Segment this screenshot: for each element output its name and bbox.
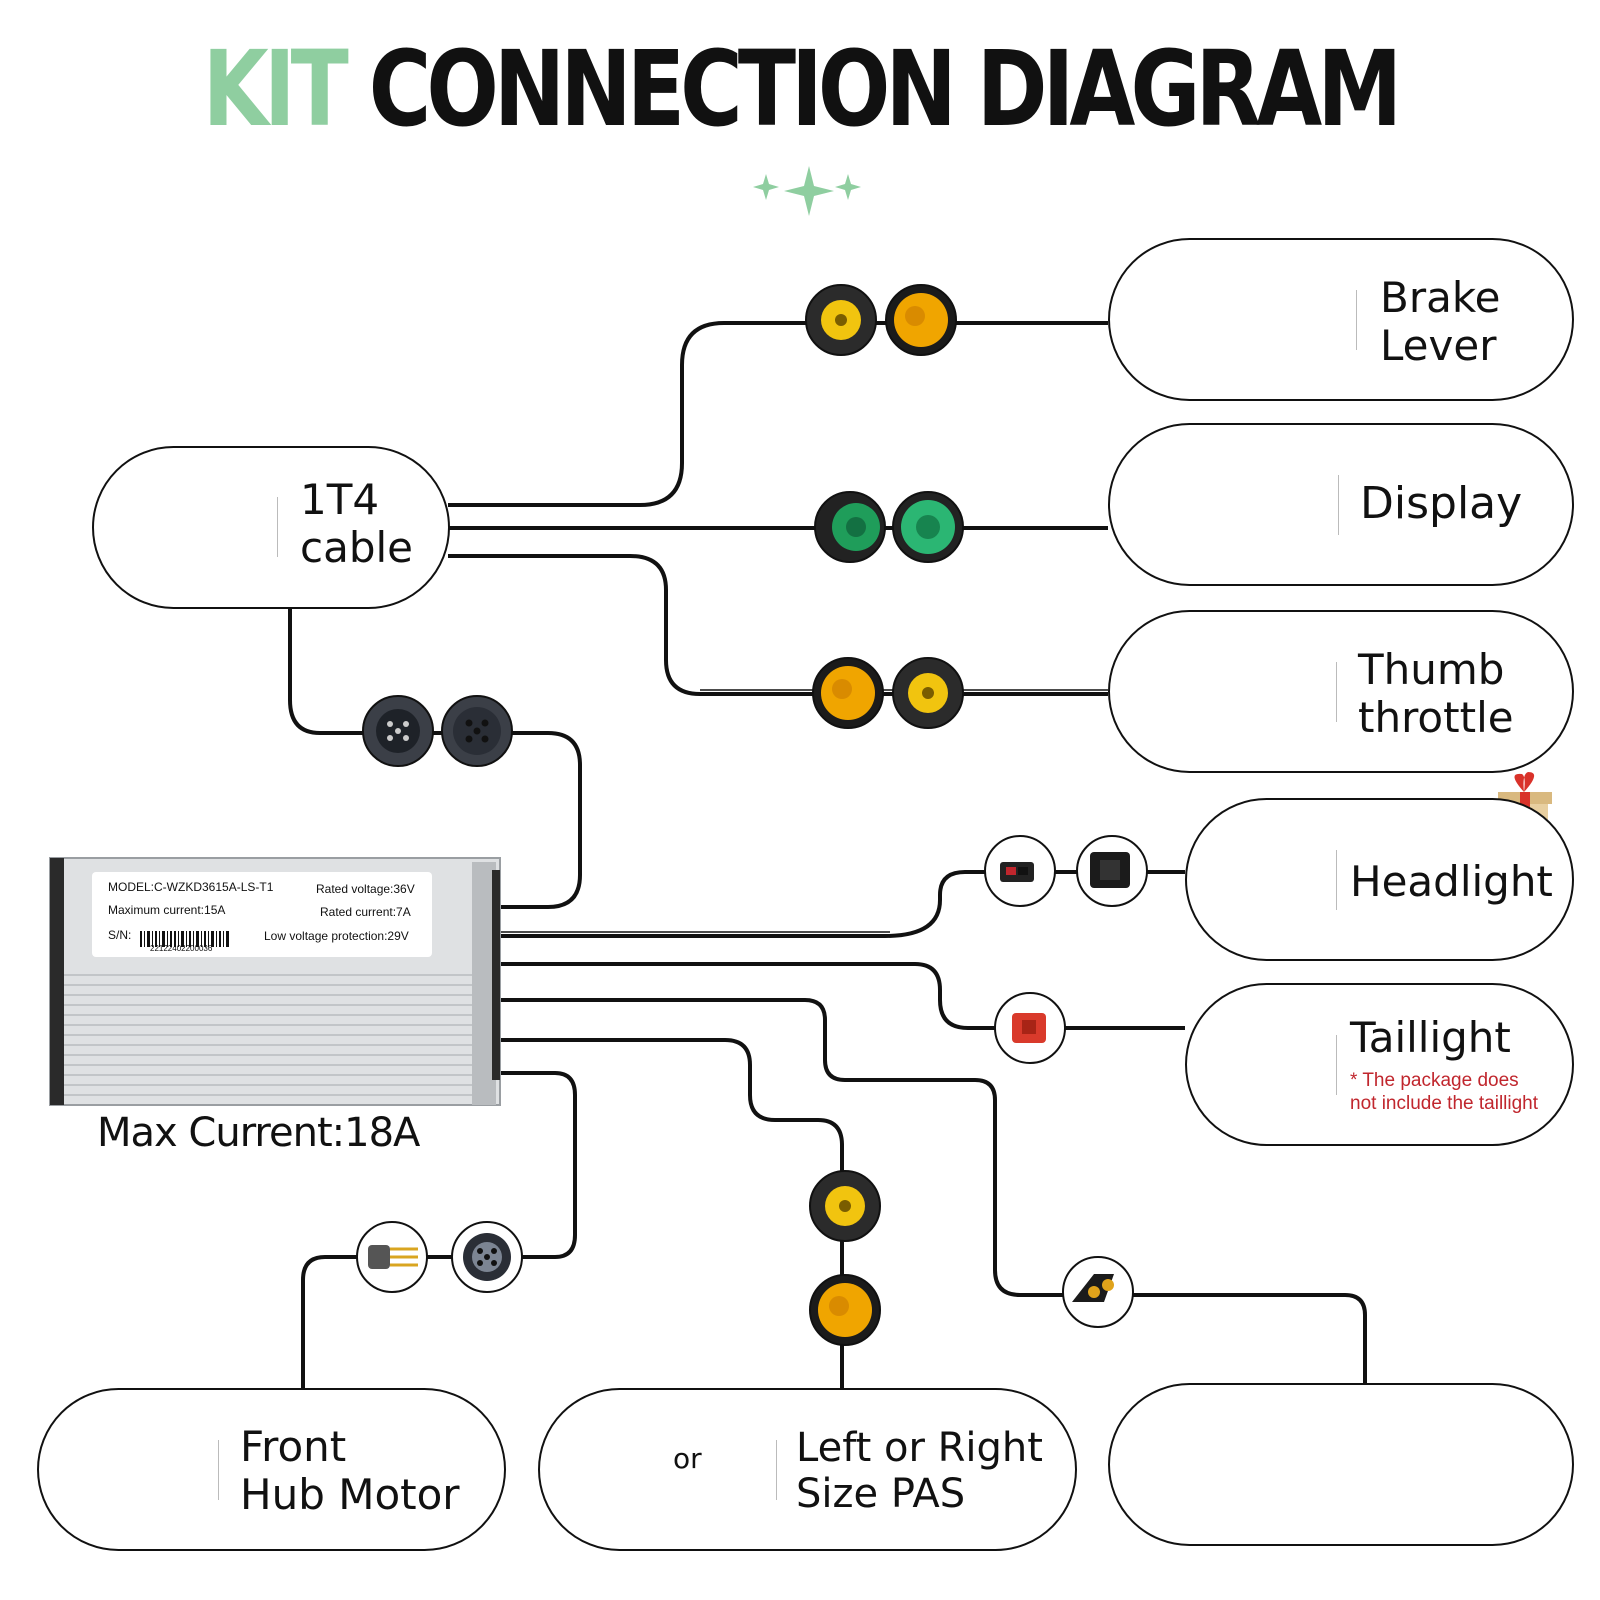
display-label: Display bbox=[1360, 478, 1523, 529]
pill-brake bbox=[1108, 238, 1574, 401]
connector-headlight-male bbox=[984, 835, 1056, 907]
controller-sn-number: 22122402200036 bbox=[150, 944, 213, 953]
controller-max-current: Maximum current:15A bbox=[108, 903, 226, 917]
controller-sn-label: S/N: bbox=[108, 928, 132, 942]
connector-display-male bbox=[814, 491, 886, 563]
controller-model: MODEL:C-WZKD3615A-LS-T1 bbox=[108, 880, 274, 894]
pill-cable bbox=[92, 446, 450, 609]
connector-motor-female bbox=[451, 1221, 523, 1293]
separator bbox=[277, 497, 278, 557]
pill-throttle bbox=[1108, 610, 1574, 773]
wire-motor bbox=[301, 1071, 577, 1388]
pill-taillight bbox=[1185, 983, 1574, 1146]
title-main: CONNECTION DIAGRAM bbox=[368, 28, 1403, 150]
pill-display bbox=[1108, 423, 1574, 586]
pill-headlight bbox=[1185, 798, 1574, 961]
title-accent: KIT bbox=[202, 28, 349, 150]
separator bbox=[218, 1440, 219, 1500]
connector-brake-male bbox=[805, 284, 877, 356]
separator bbox=[1336, 1035, 1337, 1095]
controller-rated-voltage: Rated voltage:36V bbox=[316, 882, 415, 896]
connector-brake-female bbox=[885, 284, 957, 356]
pill-battery bbox=[1108, 1383, 1574, 1546]
controller-low-voltage: Low voltage protection:29V bbox=[264, 929, 409, 943]
separator bbox=[1336, 850, 1337, 910]
wire-headlight bbox=[495, 870, 1185, 938]
controller-fins bbox=[64, 974, 472, 1096]
sparkle-icon bbox=[753, 166, 861, 216]
page-title: KIT CONNECTION DIAGRAM bbox=[144, 28, 1456, 150]
separator bbox=[776, 1440, 777, 1500]
controller-box bbox=[49, 857, 501, 1106]
barcode bbox=[140, 931, 229, 947]
wire-brake bbox=[448, 321, 1108, 507]
wires bbox=[288, 321, 1367, 1388]
separator bbox=[1356, 290, 1357, 350]
connector-main-male bbox=[362, 695, 434, 767]
connector-headlight-female bbox=[1076, 835, 1148, 907]
connector-battery bbox=[1062, 1256, 1134, 1328]
wire-throttle bbox=[448, 554, 1108, 696]
connector-throttle-female bbox=[812, 657, 884, 729]
taillight-label: Taillight bbox=[1350, 1013, 1511, 1062]
wire-taillight bbox=[495, 962, 1185, 1030]
wire-pas bbox=[495, 1038, 844, 1388]
connector-motor-male bbox=[356, 1221, 428, 1293]
connector-throttle-male bbox=[892, 657, 964, 729]
pas-or-text: or bbox=[673, 1442, 702, 1475]
controller-rated-current: Rated current:7A bbox=[320, 905, 411, 919]
connector-pas-male bbox=[809, 1170, 881, 1242]
wire-battery bbox=[495, 998, 1367, 1383]
connector-pas-female bbox=[809, 1274, 881, 1346]
pill-motor bbox=[37, 1388, 506, 1551]
separator bbox=[1338, 475, 1339, 535]
connector-main-female bbox=[441, 695, 513, 767]
connector-display-female bbox=[892, 491, 964, 563]
separator bbox=[1336, 662, 1337, 722]
connector-taillight bbox=[994, 992, 1066, 1064]
wire-cable-controller bbox=[288, 608, 582, 909]
controller-caption: Max Current:18A bbox=[97, 1110, 420, 1156]
headlight-label: Headlight bbox=[1350, 857, 1553, 906]
pill-pas bbox=[538, 1388, 1077, 1551]
